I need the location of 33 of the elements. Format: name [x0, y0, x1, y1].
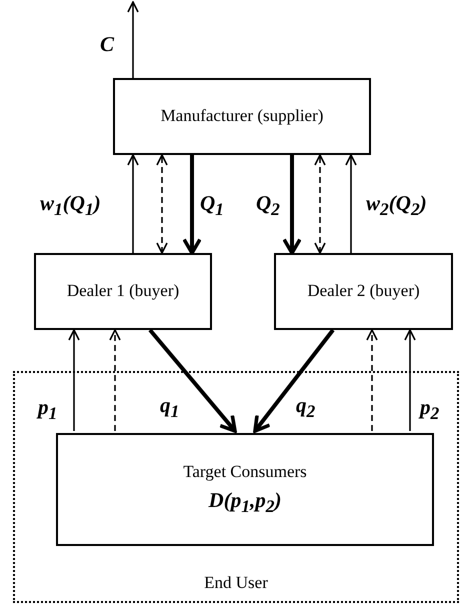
arrow — [366, 329, 378, 431]
process-box — [56, 433, 434, 546]
arrow — [156, 154, 168, 254]
arrow — [68, 329, 80, 431]
process-box — [113, 78, 371, 155]
node-label: Dealer 2 (buyer) — [307, 281, 420, 302]
arrow — [109, 329, 121, 431]
formula-label: D(p$_{1}$,p$_{2}$) — [208, 488, 282, 518]
node-label: End User — [203, 572, 269, 593]
arrow — [314, 154, 326, 254]
arrow — [345, 154, 357, 253]
process-box — [34, 253, 212, 330]
edge-label: Q$_{2}$ — [256, 193, 280, 219]
arrow — [182, 155, 202, 255]
node-label: Target Consumers — [183, 462, 307, 482]
node-label: Manufacturer (supplier) — [160, 106, 324, 127]
arrow — [404, 329, 416, 431]
edge-label: w$_{1}$(Q$_{1}$) — [40, 193, 101, 219]
edge-label: C — [100, 34, 114, 55]
node-label: Dealer 1 (buyer) — [66, 281, 180, 302]
edge-label: p$_{1}$ — [38, 397, 58, 423]
process-box — [274, 253, 453, 330]
edge-label: p$_{2}$ — [420, 397, 440, 423]
edge-label: w$_{2}$(Q$_{2}$) — [366, 193, 427, 219]
edge-label: q$_{1}$ — [160, 395, 180, 421]
arrow — [127, 1, 139, 78]
group-boundary — [13, 371, 459, 603]
edge-label: q$_{2}$ — [296, 395, 316, 421]
arrow — [253, 328, 335, 433]
arrow — [148, 328, 237, 433]
arrow — [282, 155, 302, 255]
arrow — [127, 154, 139, 253]
edge-label: Q$_{1}$ — [200, 193, 224, 219]
